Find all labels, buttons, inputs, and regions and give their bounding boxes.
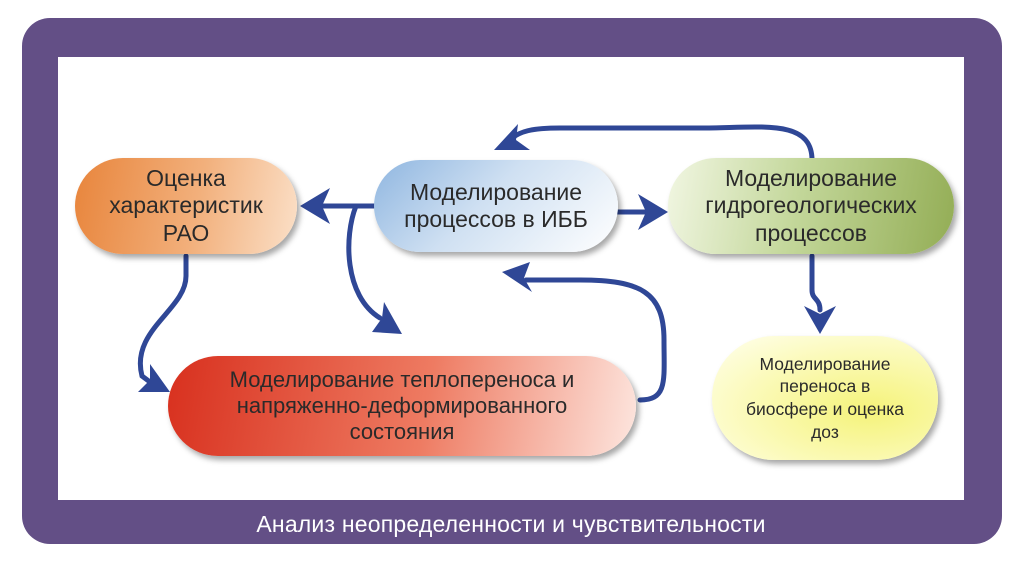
node-ibb-modeling: Моделирование процессов в ИББ [374, 160, 618, 252]
arrowhead-hydro-to-ibb [494, 124, 530, 150]
node-biosphere-dose: Моделирование переноса в биосфере и оцен… [712, 336, 938, 460]
arrow-heat-to-ibb [523, 277, 667, 403]
arrow-ibb-to-heat [346, 203, 383, 321]
arrowhead-ibb-to-hydro [638, 194, 668, 230]
node-hydro-modeling: Моделирование гидрогеологических процесс… [668, 158, 954, 254]
arrow-hydro-to-ibb [509, 124, 815, 163]
footer-uncertainty-label: Анализ неопределенности и чувствительнос… [256, 510, 766, 537]
node-heat-stress-modeling: Моделирование теплопереноса и напряженно… [168, 356, 636, 456]
arrowhead-ibb-to-rao [300, 188, 330, 224]
arrowhead-hydro-to-bio [804, 306, 836, 334]
arrow-hydro-to-bio [809, 253, 823, 313]
node-rao-assessment: Оценка характеристик РАО [75, 158, 297, 254]
arrowhead-ibb-to-heat [372, 302, 402, 334]
arrowhead-rao-to-heat [138, 364, 170, 392]
arrow-rao-to-heat [137, 253, 189, 385]
arrowhead-heat-to-ibb [502, 262, 532, 292]
